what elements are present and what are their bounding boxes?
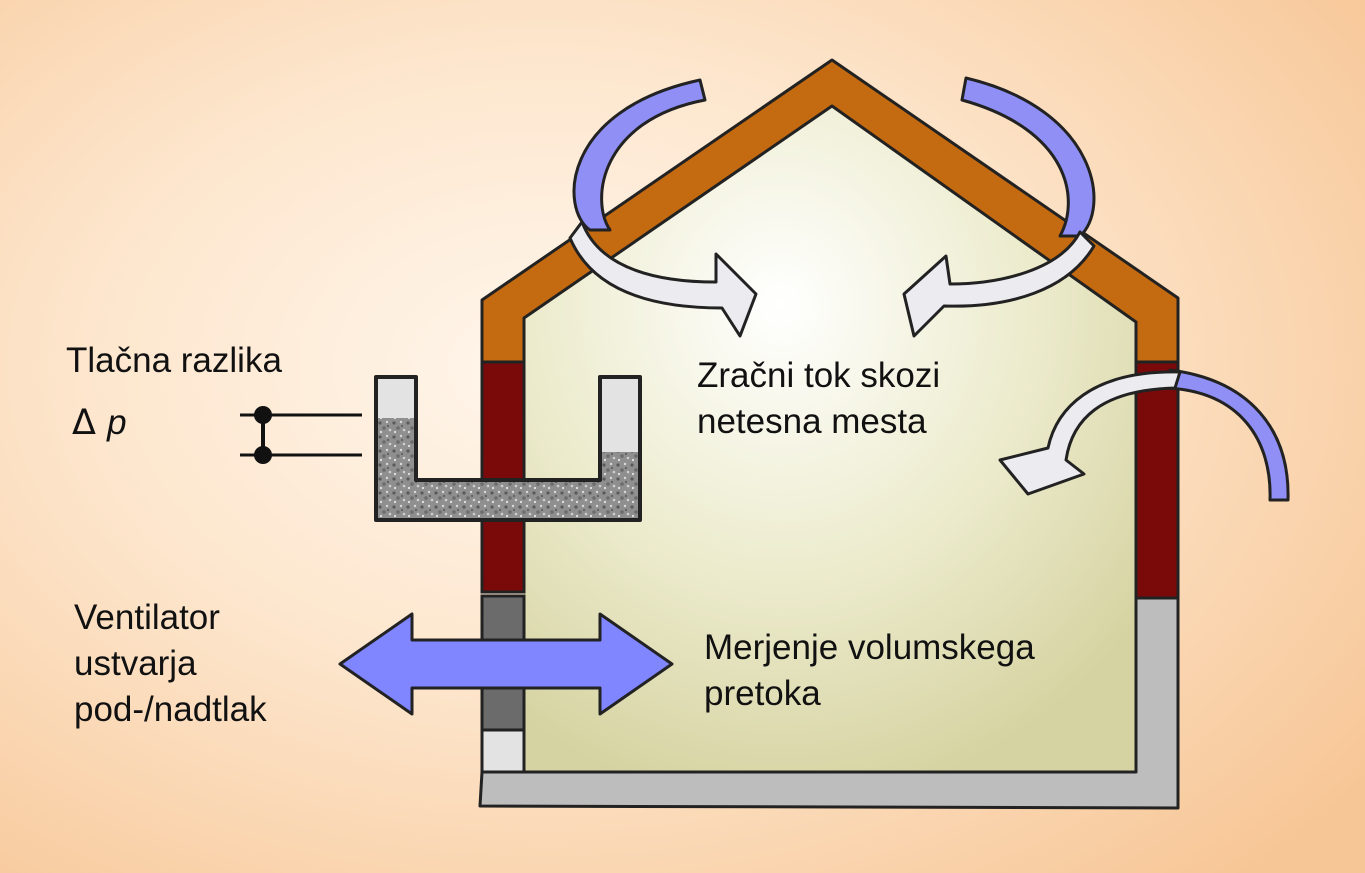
pressure-difference-text: Tlačna razlika (66, 341, 282, 380)
air-leak-arrow-wall (998, 368, 1290, 502)
pressure-difference-label: Tlačna razlika (66, 338, 282, 384)
fan-label-line-2: ustvarja (74, 644, 197, 683)
house (478, 58, 1180, 810)
volume-flow-label-line-2: pretoka (704, 674, 821, 713)
airflow-label: Zračni tok skozi netesna mesta (697, 353, 940, 445)
fan-label: Ventilator ustvarja pod-/nadtlak (74, 595, 267, 733)
manometer-fluid (376, 418, 640, 520)
air-leak-arrow-left (568, 78, 758, 338)
air-leak-arrow-left-inner (568, 220, 758, 338)
air-leak-arrow-wall-inner (998, 370, 1182, 496)
manometer-right-air (600, 377, 640, 452)
air-leak-arrow-left-outer (572, 78, 707, 232)
volume-flow-label-line-1: Merjenje volumskega (704, 628, 1035, 667)
airflow-label-line-1: Zračni tok skozi (697, 356, 941, 395)
delta-variable: p (107, 403, 127, 442)
air-leak-arrow-right (902, 76, 1096, 338)
manometer-left-air (376, 377, 416, 418)
delta-symbol: Δ (72, 403, 96, 443)
right-wall-upper (1134, 360, 1180, 600)
fan-label-line-3: pod-/nadtlak (74, 690, 267, 729)
air-leak-arrow-wall-outer (1166, 368, 1290, 502)
fan-label-line-1: Ventilator (74, 598, 220, 637)
left-wall-lower (480, 728, 526, 774)
foundation (478, 596, 1180, 810)
manometer (374, 375, 642, 522)
volume-flow-label: Merjenje volumskega pretoka (704, 625, 1035, 717)
air-leak-arrow-right-inner (902, 230, 1096, 338)
pressure-gauge-symbol (240, 406, 362, 464)
left-wall-upper (480, 360, 526, 594)
house-interior (524, 106, 1136, 772)
manometer-tube-outline (374, 375, 642, 522)
airflow-label-line-2: netesna mesta (697, 402, 927, 441)
delta-p-label: Δ p (72, 400, 127, 446)
fan-flow-double-arrow (338, 612, 674, 716)
